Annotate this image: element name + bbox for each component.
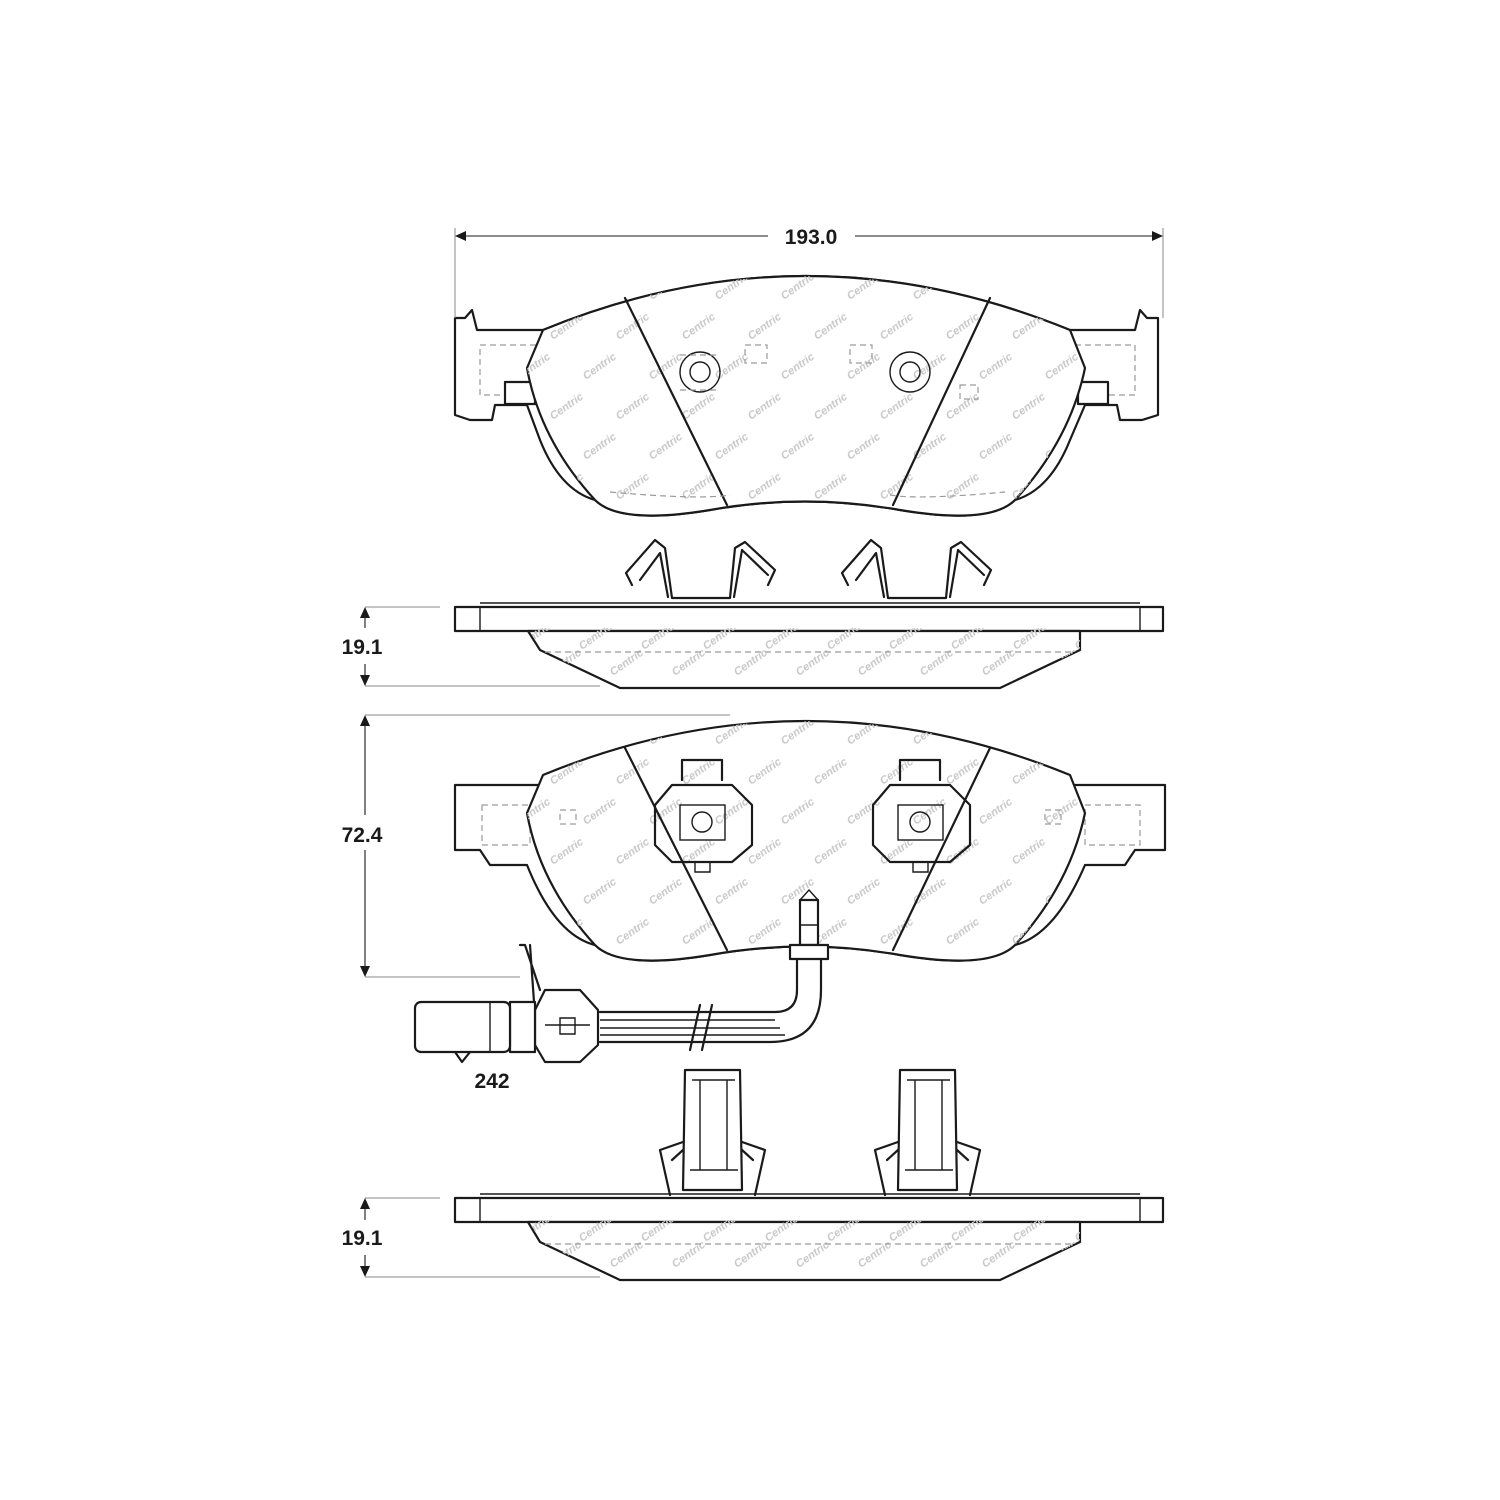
top-side-backing-plate — [453, 605, 1165, 633]
bottom-side-backing-plate — [453, 1196, 1165, 1224]
bottom-pad-left-chamfer — [623, 746, 729, 952]
bottom-side-friction-material — [526, 1220, 1082, 1282]
top-pad-left-chamfer — [623, 296, 729, 507]
dimension-width: 193.0 — [454, 226, 1164, 318]
wear-sensor-probe — [798, 898, 820, 947]
bottom-pad-friction-face — [525, 719, 1087, 962]
top-side-clip-right — [840, 538, 993, 600]
bottom-pad-right-chamfer — [891, 746, 992, 952]
dimension-height-label: 72.4 — [342, 824, 383, 847]
dimension-height: 72.4 — [342, 714, 730, 978]
wear-sensor-plug — [413, 1000, 512, 1054]
top-side-clip-left — [624, 538, 777, 600]
watermark-logo: Centric — [1073, 1213, 1111, 1245]
watermark-logo: Centric — [581, 271, 619, 303]
watermark-logo: Centric — [1043, 271, 1081, 303]
watermark-logo: Centric — [1073, 621, 1111, 653]
watermark-logo: Centric — [977, 271, 1015, 303]
watermark-logo: Centric — [581, 716, 619, 748]
watermark-logo: Centric — [515, 716, 553, 748]
wear-sensor — [413, 888, 830, 1064]
watermark-logo: Centric — [1076, 471, 1114, 503]
top-pad-left-piston-mark — [679, 344, 768, 393]
dimension-sensor-length-label: 242 — [474, 1070, 509, 1093]
bottom-side-clip-right — [873, 1068, 982, 1197]
watermark-logo: Centric — [1076, 916, 1114, 948]
top-pad-dashed-inner — [609, 491, 1006, 498]
bottom-pad-left-boss — [653, 758, 754, 873]
top-pad-right-tab — [1076, 380, 1110, 406]
dimension-thickness-bottom: 19.1 — [342, 1197, 600, 1278]
bottom-side-clip-left — [658, 1068, 767, 1197]
dimension-thickness-top-label: 19.1 — [342, 636, 383, 659]
wear-sensor-cable-break — [688, 1003, 714, 1052]
watermark-logo: Centric — [977, 716, 1015, 748]
dimension-width-label: 193.0 — [785, 226, 838, 249]
watermark-logo: Centric — [1076, 756, 1114, 788]
dimension-thickness-bottom-label: 19.1 — [342, 1227, 383, 1250]
top-pad-right-piston-mark — [849, 344, 979, 400]
watermark-logo: Centric — [1043, 716, 1081, 748]
top-pad-right-chamfer — [891, 296, 992, 507]
wear-sensor-connector-flange — [508, 1000, 537, 1054]
top-side-friction-material — [526, 629, 1082, 690]
watermark-logo: Centric — [515, 271, 553, 303]
bottom-pad-plate-dashed-outline — [481, 804, 1141, 846]
wear-sensor-connector-nut — [533, 988, 600, 1064]
bottom-pad-right-boss — [871, 758, 972, 873]
dimension-thickness-top: 19.1 — [342, 606, 600, 687]
top-pad-friction-face — [525, 274, 1087, 517]
wear-sensor-cable — [598, 957, 823, 1044]
